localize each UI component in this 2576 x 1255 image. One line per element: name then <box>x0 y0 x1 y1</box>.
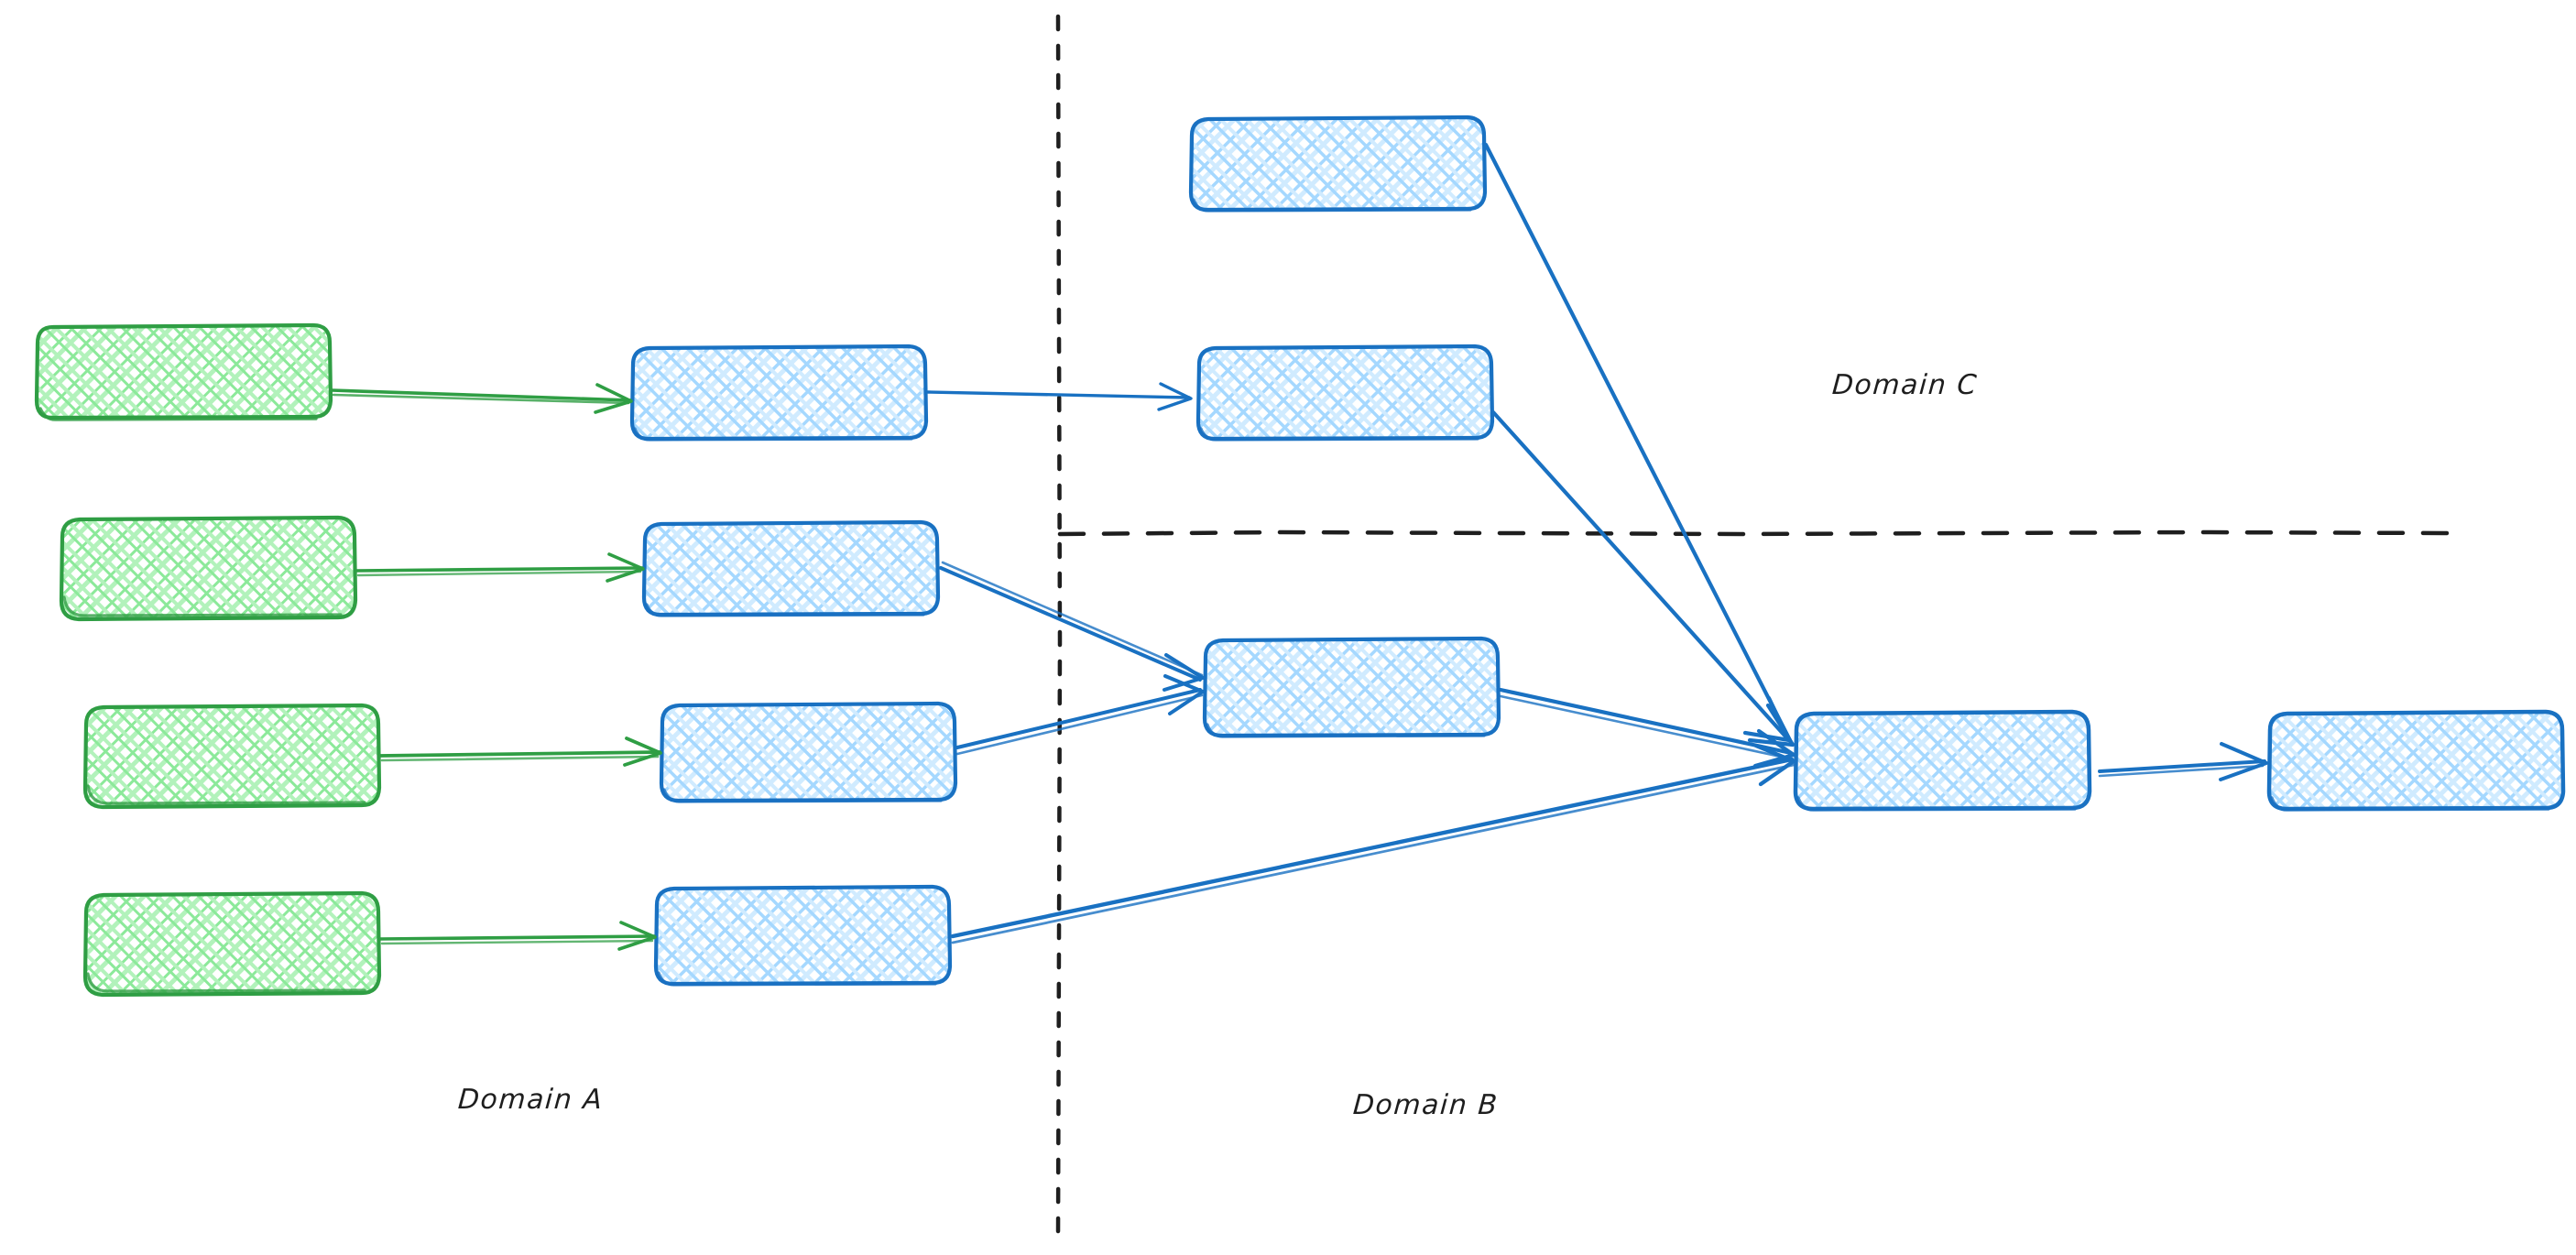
edge-d1-e1 <box>2098 742 2268 781</box>
edge-a1-b1 <box>330 383 633 414</box>
blue-node-col2-1[interactable] <box>629 344 929 442</box>
green-node-2[interactable] <box>59 515 358 622</box>
blue-node-col2-2[interactable] <box>641 519 941 617</box>
vertical-divider <box>1055 14 1063 1241</box>
blue-node-domain-b-top[interactable] <box>1188 115 1488 213</box>
blue-node-col2-4[interactable] <box>653 884 953 987</box>
domain-a-label: Domain A <box>456 1084 605 1116</box>
edge-a4-b4 <box>378 921 657 951</box>
green-node-4[interactable] <box>82 890 382 998</box>
blue-node-col2-3[interactable] <box>659 701 958 803</box>
edge-a2-b2 <box>355 552 645 583</box>
edge-a3-b3 <box>378 737 662 767</box>
edge-b4-d1 <box>950 743 1796 944</box>
domain-b-label: Domain B <box>1351 1089 1500 1121</box>
green-node-3[interactable] <box>82 703 382 810</box>
blue-node-merge[interactable] <box>1793 709 2092 812</box>
horizontal-divider <box>1057 529 2453 537</box>
edge-c2-d1 <box>1490 409 1792 743</box>
domain-c-label: Domain C <box>1830 369 1980 401</box>
edge-c1-d1 <box>1483 142 1796 748</box>
green-node-1[interactable] <box>34 322 333 421</box>
edge-c3-d1 <box>1498 687 1796 769</box>
edge-b3-c3 <box>955 674 1205 756</box>
blue-node-domain-b-mid[interactable] <box>1195 344 1495 442</box>
edge-b2-c3 <box>939 561 1205 692</box>
dividers <box>1055 14 2453 1241</box>
blue-node-output[interactable] <box>2266 709 2566 812</box>
blue-node-domain-b-bottom[interactable] <box>1202 636 1501 738</box>
edge-b1-c2 <box>926 382 1193 411</box>
